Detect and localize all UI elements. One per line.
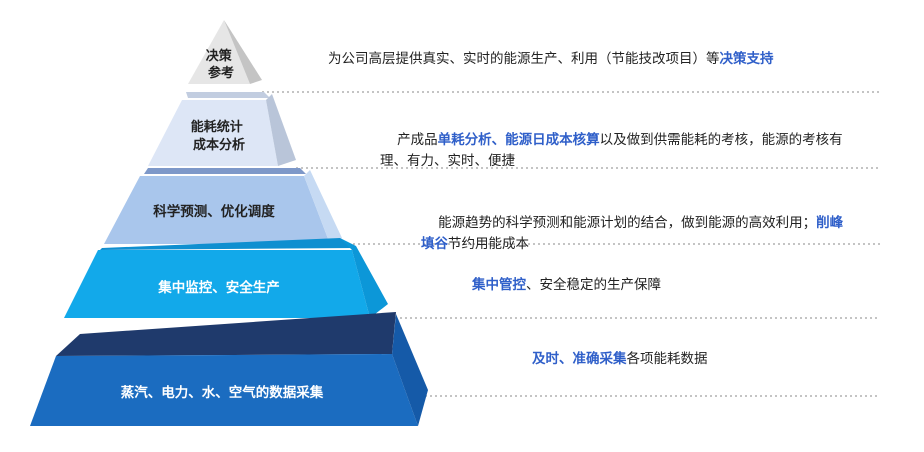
desc-4-seg-1: 集中管控 — [472, 277, 526, 293]
desc-2-seg-4: 理、有力、实时、便捷 — [380, 153, 515, 169]
pyramid-level-1: 决策 参考 — [188, 20, 262, 84]
pyramid-level-4: 集中监控、安全生产 — [64, 238, 388, 318]
pyramid-level-3: 科学预测、优化调度 — [104, 168, 342, 244]
desc-1-seg-2: 决策支持 — [719, 51, 774, 67]
desc-4-seg-2: 、安全稳定的生产保障 — [526, 277, 661, 293]
desc-3-seg-5: 节约用能成本 — [448, 236, 529, 252]
level-2-label-line-1: 能耗统计 — [191, 119, 243, 135]
desc-3-seg-2: 削峰 — [816, 215, 844, 231]
svg-text:决策 参考: 决策 参考 — [206, 48, 237, 81]
description-cost-analysis: 产成品单耗分析、能源日成本核算以及做到供需能耗的考核，能源的考核有 理、有力、实… — [380, 109, 900, 193]
description-decision-support: 为公司高层提供真实、实时的能源生产、利用（节能技改项目）等决策支持 — [328, 49, 888, 70]
description-data-collection: 及时、准确采集各项能耗数据 — [532, 349, 902, 370]
level-4-label: 集中监控、安全生产 — [157, 279, 280, 296]
level-2-label-line-2: 成本分析 — [193, 137, 245, 153]
description-monitoring: 集中管控、安全稳定的生产保障 — [472, 275, 892, 296]
level-5-label: 蒸汽、电力、水、空气的数据采集 — [121, 384, 324, 401]
level-3-label: 科学预测、优化调度 — [153, 203, 275, 220]
svg-text:能耗统计 成本分析: 能耗统计 成本分析 — [191, 119, 248, 153]
pyramid-level-5: 蒸汽、电力、水、空气的数据采集 — [30, 312, 428, 426]
pyramid-level-2: 能耗统计 成本分析 — [148, 92, 296, 166]
desc-5-seg-2: 各项能耗数据 — [626, 351, 708, 367]
desc-2-seg-3: 以及做到供需能耗的考核，能源的考核有 — [599, 132, 843, 148]
desc-3-seg-1: 能源趋势的科学预测和能源计划的结合，做到能源的高效利用； — [438, 215, 817, 231]
level-1-label-line-1: 决策 — [206, 48, 233, 64]
desc-3-seg-4: 填谷 — [421, 236, 448, 252]
level-1-label-line-2: 参考 — [208, 65, 234, 81]
description-forecast-scheduling: 能源趋势的科学预测和能源计划的结合，做到能源的高效利用；削峰 填谷节约用能成本 — [421, 192, 911, 276]
desc-2-seg-1: 产成品 — [397, 132, 438, 148]
desc-2-seg-2: 单耗分析、能源日成本核算 — [437, 132, 600, 148]
desc-5-seg-1: 及时、准确采集 — [532, 351, 627, 367]
desc-1-seg-1: 为公司高层提供真实、实时的能源生产、利用（节能技改项目）等 — [328, 51, 720, 67]
